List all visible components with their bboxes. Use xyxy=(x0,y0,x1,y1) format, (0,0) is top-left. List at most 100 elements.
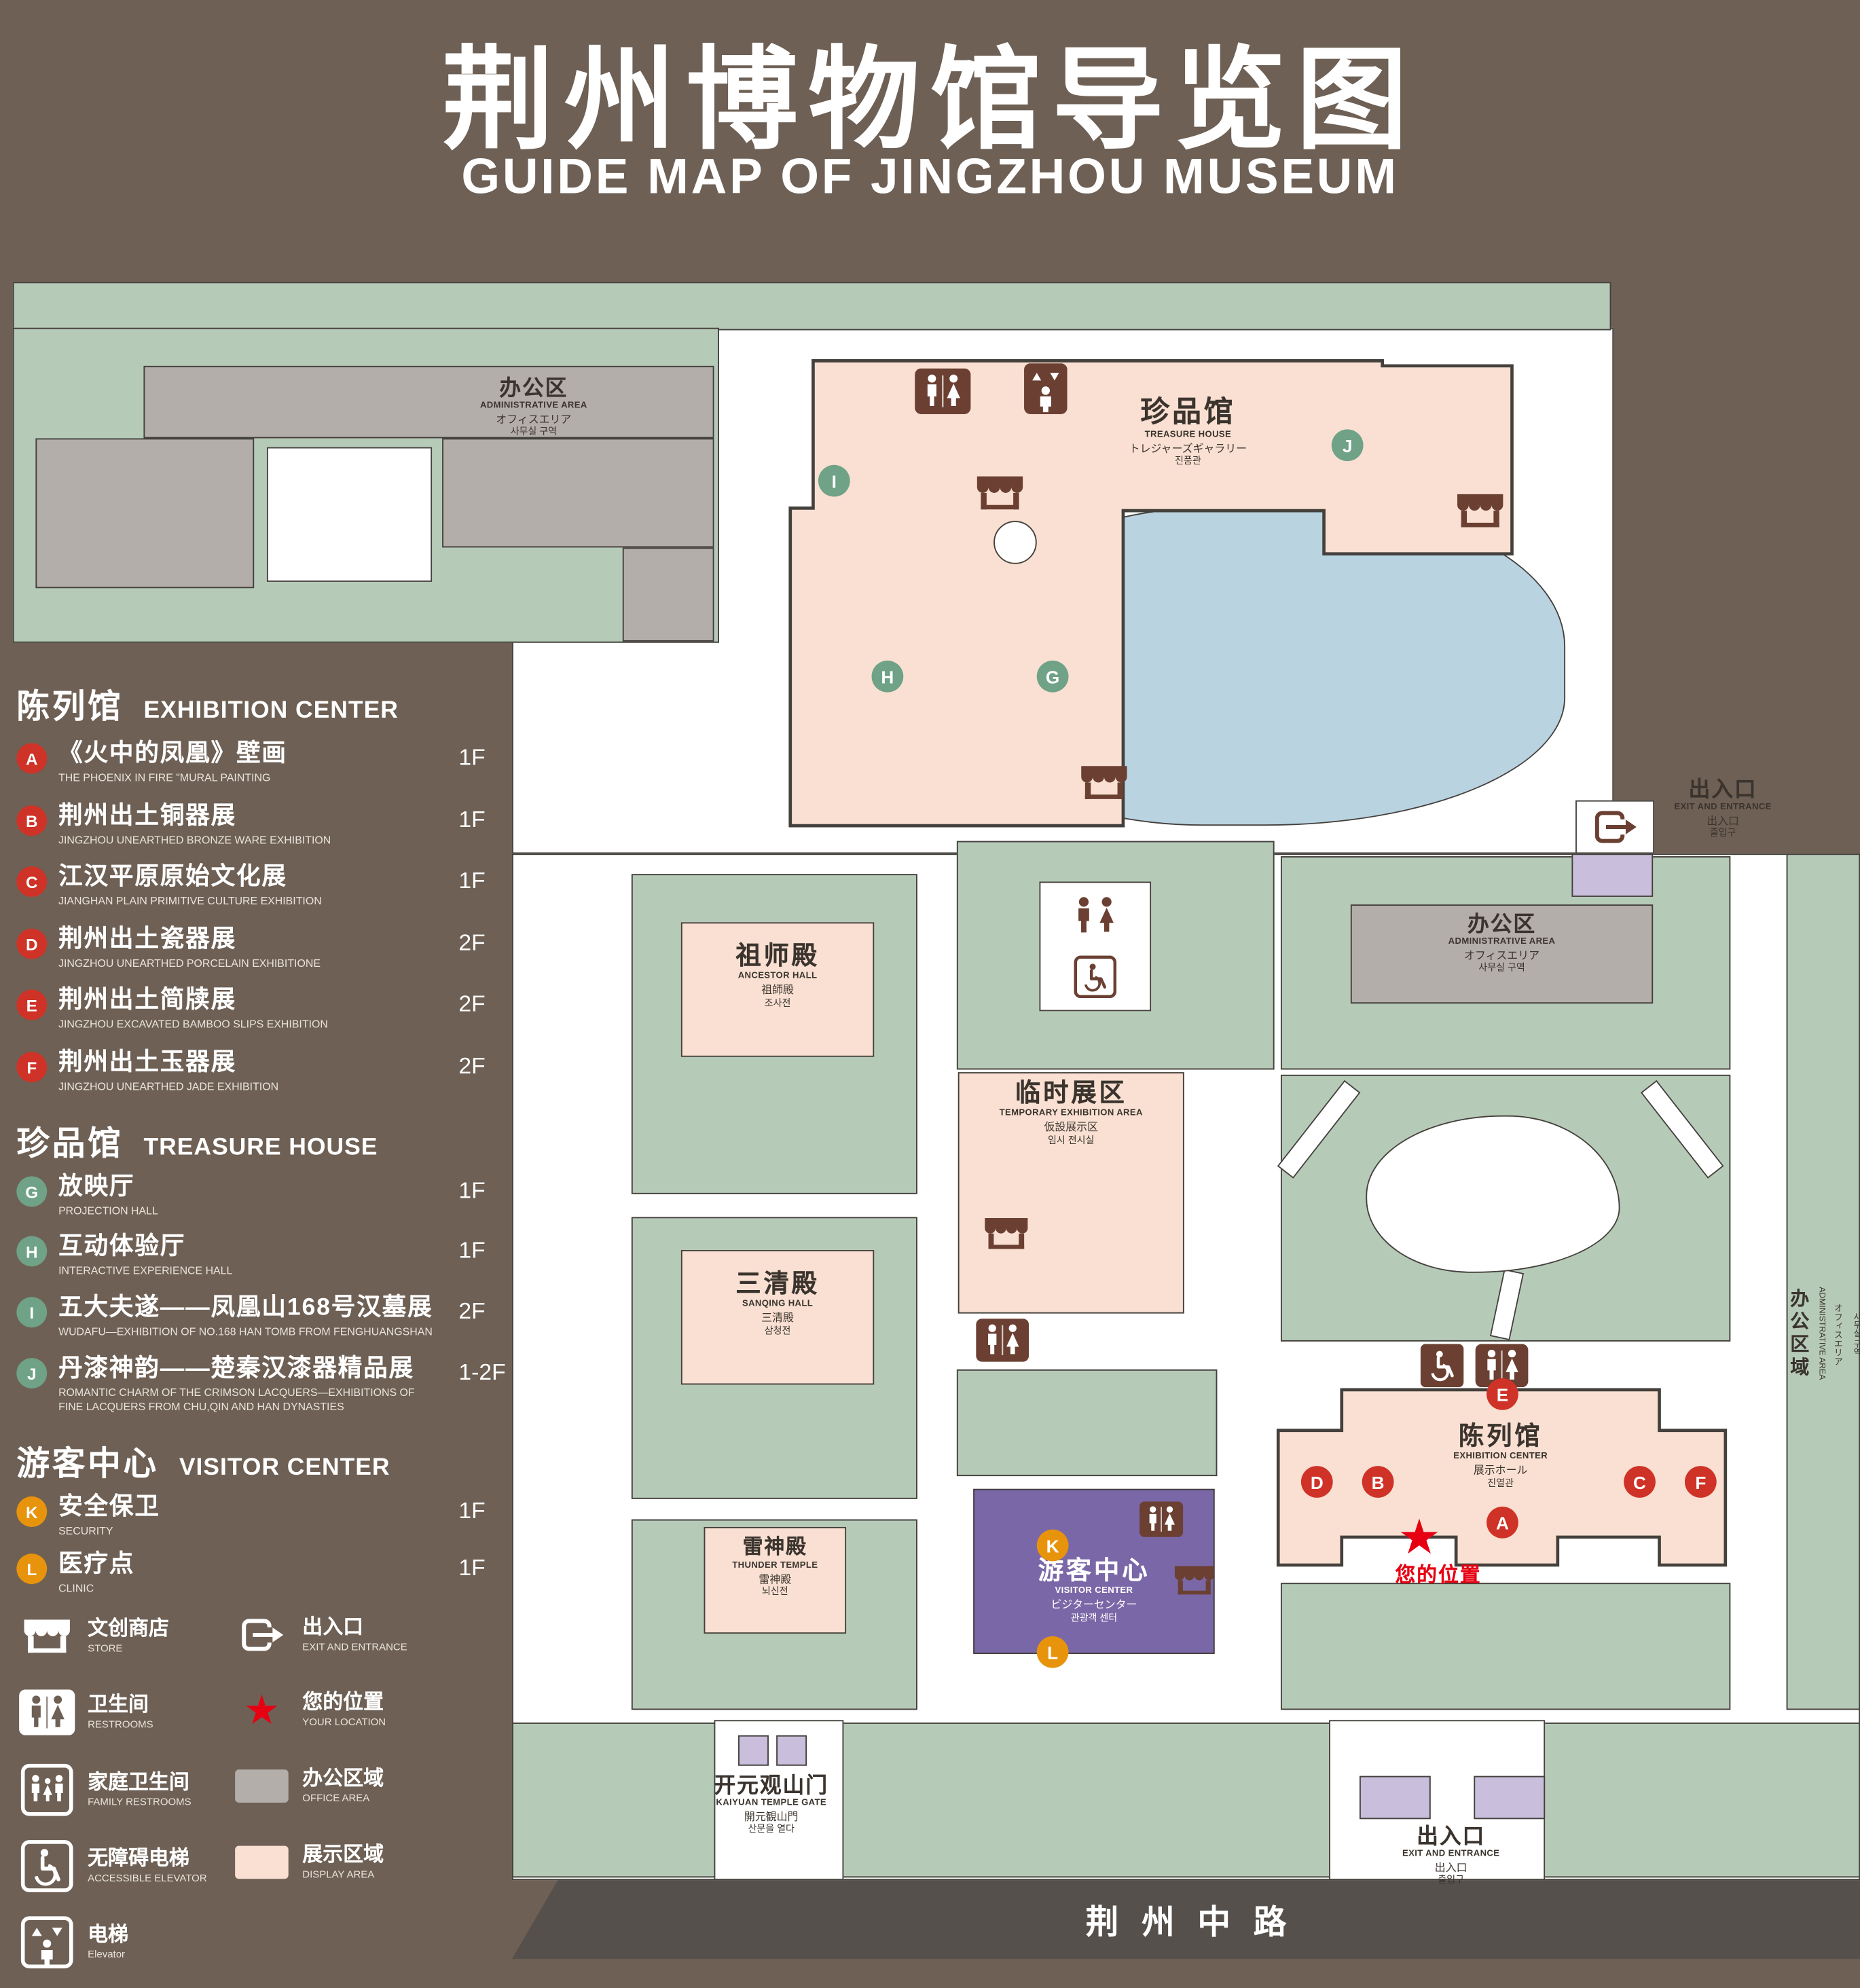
map-marker-g: G xyxy=(1036,660,1069,693)
marker-badge-j: J xyxy=(16,1358,48,1389)
lawn-center-mid xyxy=(956,1369,1218,1477)
ancestor-hall-label: 祖师殿 ANCESTOR HALL 祖師殿 조사전 xyxy=(735,942,820,1009)
gate-block xyxy=(776,1735,807,1766)
map-marker-l: L xyxy=(1036,1636,1069,1668)
store-icon xyxy=(1171,1562,1217,1598)
sanqing-hall-label: 三清殿 SANQING HALL 三清殿 삼청전 xyxy=(735,1270,820,1336)
small-pond xyxy=(993,521,1037,564)
section-heading-zh: 游客中心 xyxy=(16,1444,159,1483)
admin-nw-building-wing xyxy=(442,438,714,548)
ancestor-hall-building xyxy=(680,922,875,1057)
temporary-exhibition-label: 临时展区 TEMPORARY EXHIBITION AREA 仮設展示区 임시 … xyxy=(999,1080,1143,1146)
store-icon xyxy=(981,1215,1032,1253)
exit-s-label: 出入口 EXIT AND ENTRANCE 出入口 출입구 xyxy=(1402,1824,1500,1886)
marker-badge-e: E xyxy=(16,989,48,1020)
elevator-icon xyxy=(18,1915,76,1969)
elevator-icon xyxy=(1024,363,1068,414)
section-heading-en: EXHIBITION CENTER xyxy=(143,697,399,724)
lawn-center-top xyxy=(956,841,1275,1070)
lawn-top-strip xyxy=(12,282,1611,331)
gate-block xyxy=(738,1735,769,1766)
treasure-house-building xyxy=(788,359,1514,828)
south-exit-block xyxy=(1359,1775,1431,1820)
marker-badge-a: A xyxy=(16,743,48,774)
accessible-elevator-icon xyxy=(18,1839,76,1893)
floor-label: 2F xyxy=(458,991,486,1016)
road-name: 荆州中路 xyxy=(1085,1902,1310,1940)
restroom-icon xyxy=(18,1689,76,1735)
admin-nw-courtyard xyxy=(266,447,433,582)
sanqing-hall-building xyxy=(680,1250,875,1385)
thunder-temple-building xyxy=(704,1526,847,1634)
map-marker-c: C xyxy=(1624,1466,1656,1498)
map-marker-i: I xyxy=(818,464,850,497)
map-marker-k: K xyxy=(1036,1529,1069,1562)
marker-badge-i: I xyxy=(16,1297,48,1328)
ne-exit-pad xyxy=(1575,800,1655,854)
road: 荆州中路 xyxy=(512,1880,1860,1959)
store-icon xyxy=(1453,490,1507,531)
floor-label: 1F xyxy=(458,744,486,770)
accessible-elevator-icon xyxy=(1420,1344,1464,1388)
admin-e-building xyxy=(1350,904,1654,1004)
floor-label: 1F xyxy=(458,1555,486,1581)
exit-icon xyxy=(232,1616,291,1654)
family-restroom-icon xyxy=(18,1763,76,1817)
floor-label: 1F xyxy=(458,1237,486,1263)
your-location-label: 您的位置 xyxy=(1395,1565,1482,1587)
section-heading-zh: 陈列馆 xyxy=(16,687,124,726)
restroom-icon xyxy=(1138,1501,1184,1537)
office-area-swatch xyxy=(232,1769,291,1803)
ne-entrance-block xyxy=(1571,853,1654,897)
lawn-below-exhibition xyxy=(1280,1583,1731,1710)
display-area-swatch xyxy=(232,1845,291,1879)
restroom-icon xyxy=(1474,1344,1529,1388)
map-marker-j: J xyxy=(1331,429,1364,462)
page-subtitle: GUIDE MAP OF JINGZHOU MUSEUM xyxy=(461,149,1399,205)
map-marker-f: F xyxy=(1684,1466,1717,1498)
south-exit-block xyxy=(1474,1775,1546,1820)
map-marker-e: E xyxy=(1487,1378,1518,1410)
garden-pond xyxy=(1366,1115,1620,1273)
legend-section-visitor-center: 游客中心 VISITOR CENTER xyxy=(16,1438,390,1485)
section-heading-zh: 珍品馆 xyxy=(16,1124,124,1162)
gate-label: 开元观山门 KAIYUAN TEMPLE GATE 開元観山門 산문을 열다 xyxy=(714,1773,828,1835)
visitor-center-label: 游客中心 VISITOR CENTER ビジターセンター 관광객 센터 xyxy=(1038,1557,1150,1623)
thunder-temple-label: 雷神殿 THUNDER TEMPLE 雷神殿 뇌신전 xyxy=(732,1536,818,1598)
your-location-star-icon: ★ xyxy=(243,1687,280,1733)
exhibition-center-building xyxy=(1276,1388,1728,1567)
floor-label: 2F xyxy=(458,1053,486,1079)
store-icon xyxy=(18,1616,76,1657)
admin-nw-building xyxy=(143,365,714,439)
floor-label: 1F xyxy=(458,867,486,894)
accessible-icon xyxy=(1074,955,1117,999)
marker-badge-f: F xyxy=(16,1052,48,1083)
store-icon xyxy=(1078,762,1131,803)
store-icon xyxy=(973,473,1027,513)
floor-label: 2F xyxy=(458,929,486,955)
map-marker-a: A xyxy=(1487,1507,1518,1539)
treasure-house-label: 珍品馆 TREASURE HOUSE トレジャーズギャラリー 진품관 xyxy=(1129,394,1247,466)
section-heading-en: VISITOR CENTER xyxy=(179,1454,390,1481)
marker-badge-g: G xyxy=(16,1176,48,1207)
temporary-exhibition-building xyxy=(958,1072,1184,1314)
exhibition-center-label: 陈列馆 EXHIBITION CENTER 展示ホール 진열관 xyxy=(1453,1422,1548,1489)
map-marker-b: B xyxy=(1362,1466,1394,1498)
